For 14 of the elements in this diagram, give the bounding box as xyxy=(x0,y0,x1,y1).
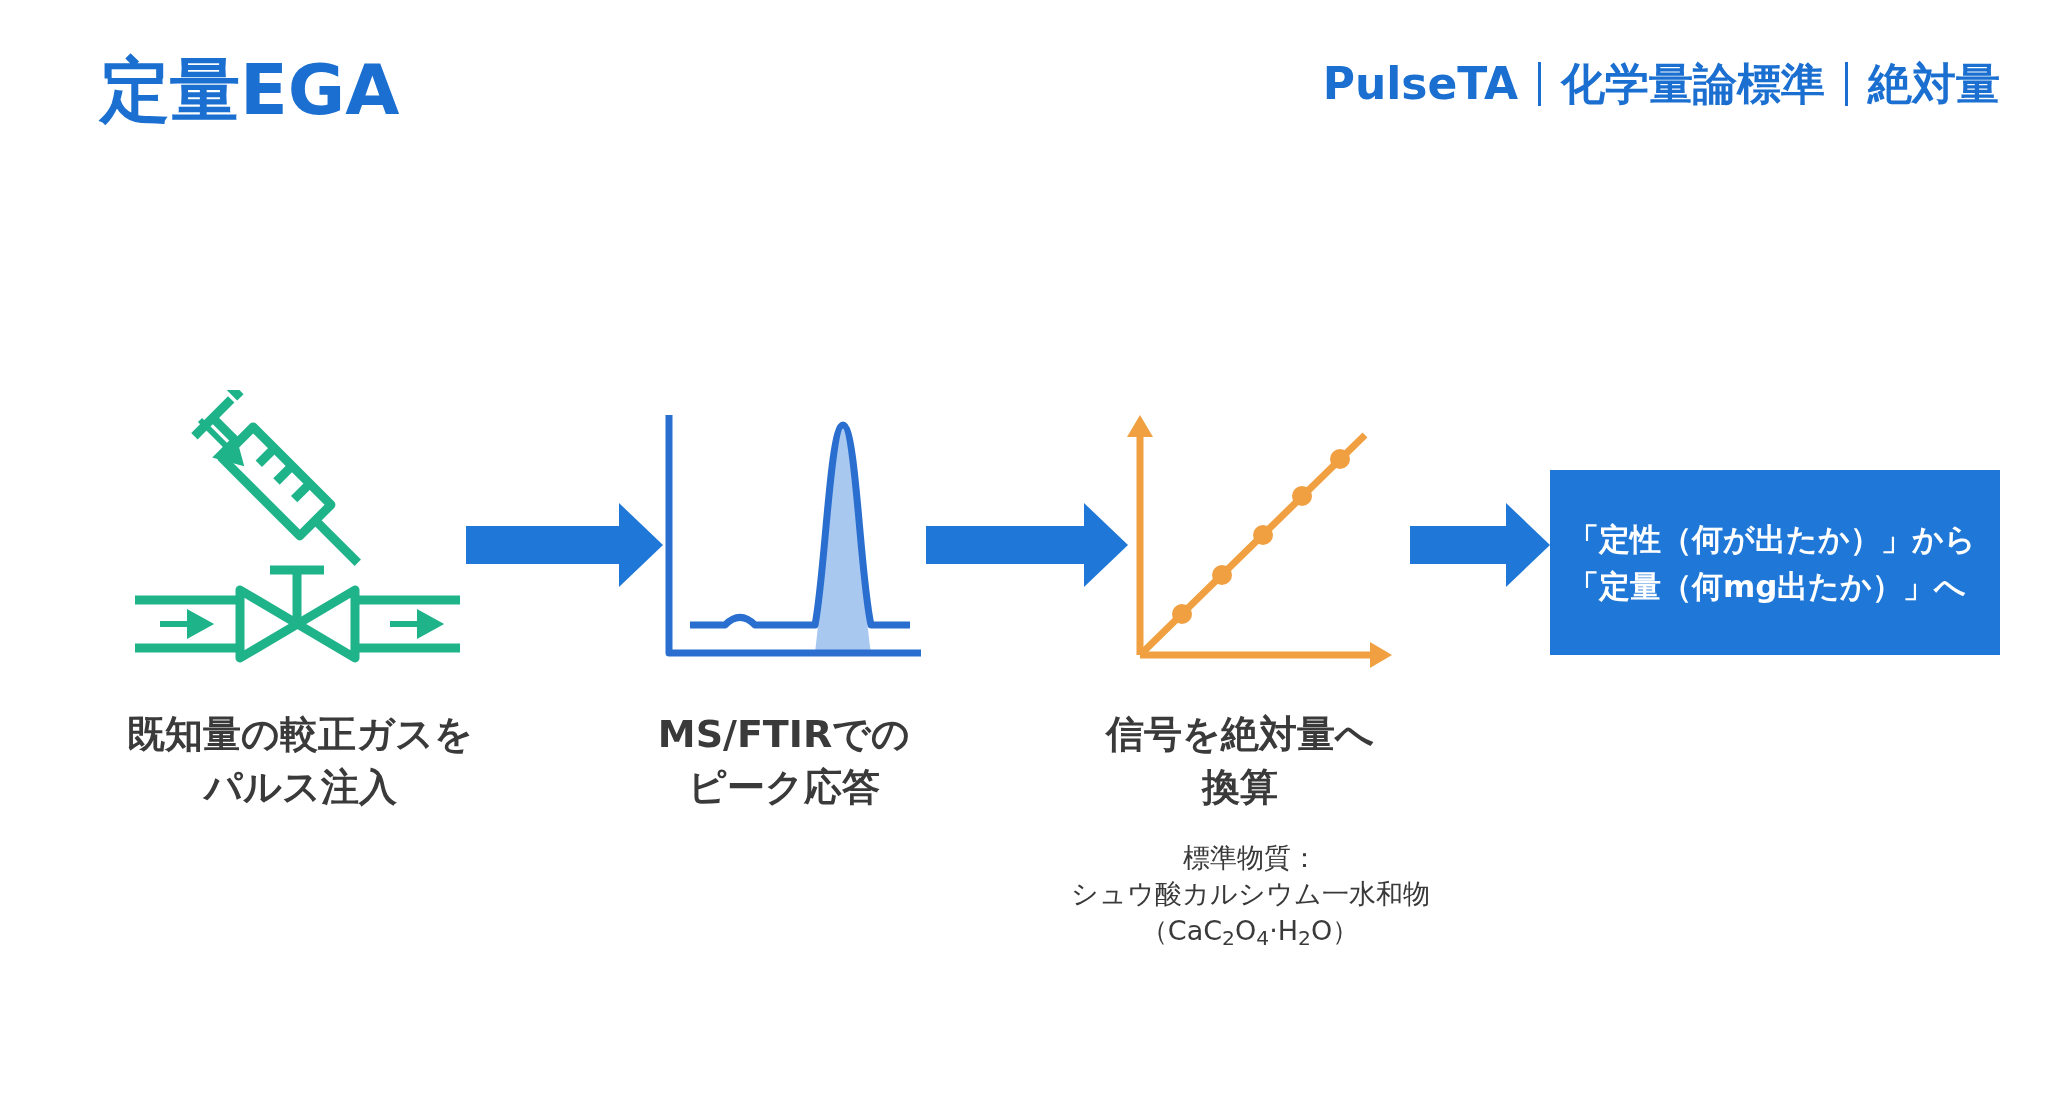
block-arrow xyxy=(926,503,1128,587)
title: 定量EGA xyxy=(100,55,400,125)
header-tag: PulseTA xyxy=(1322,62,1518,106)
result-box xyxy=(1550,470,2000,655)
header-tag: 化学量論標準 xyxy=(1561,62,1825,106)
step-caption: 信号を絶対量へ換算 xyxy=(1104,711,1375,812)
note-text: 標準物質： xyxy=(1181,841,1319,875)
step-caption: 既知量の較正ガスをパルス注入 xyxy=(126,711,474,812)
header-tag: 絶対量 xyxy=(1868,62,2000,106)
block-arrow xyxy=(466,503,663,587)
step-caption: MS/FTIRでのピーク応答 xyxy=(656,711,912,812)
result-text: 「定性（何が出たか）」から「定量（何mg出たか）」へ xyxy=(1568,520,1977,606)
block-arrow xyxy=(1410,503,1550,587)
note-text: シュウ酸カルシウム一水和物（CaC$_{2}$O$_{4}$·H$_{2}$O） xyxy=(1069,877,1431,950)
